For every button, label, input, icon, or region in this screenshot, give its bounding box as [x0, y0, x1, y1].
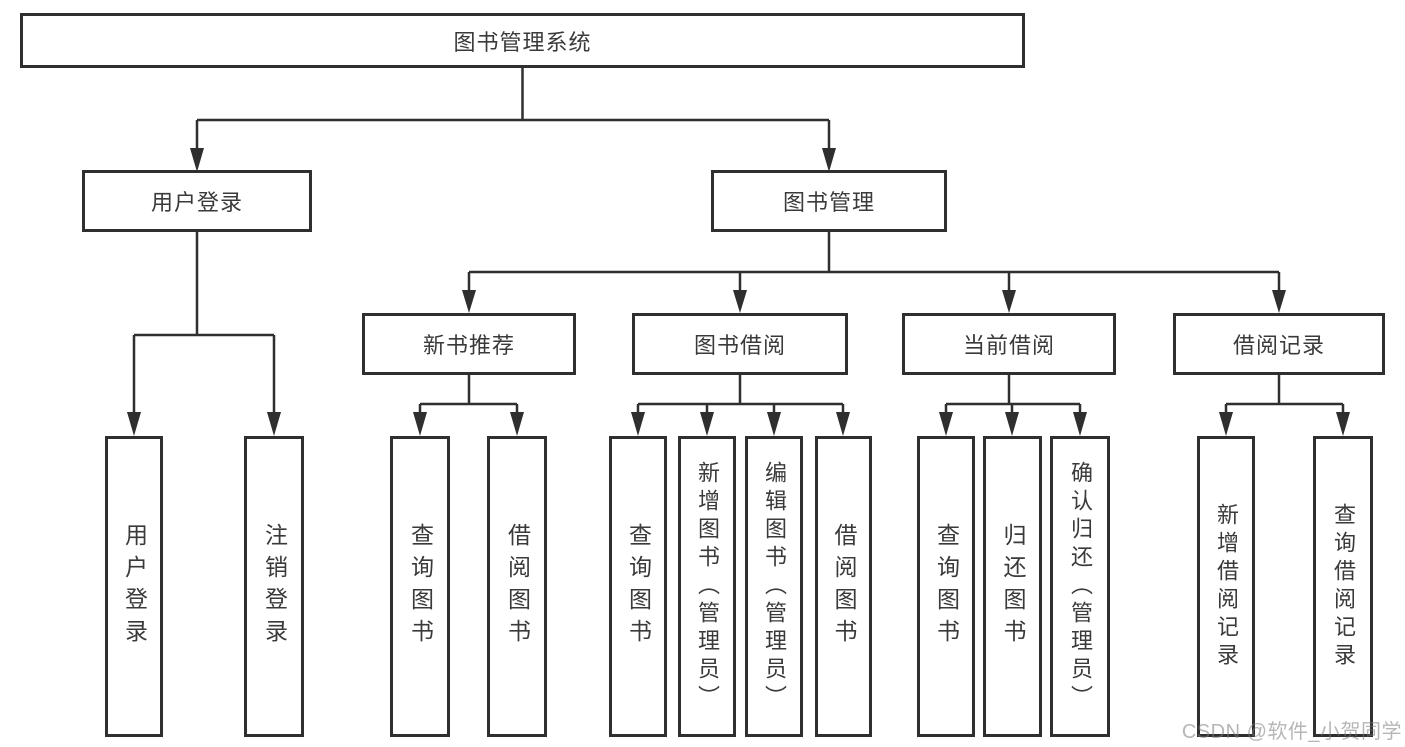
node-new-book-recommend: 新书推荐	[362, 313, 576, 375]
leaf-logout: 注销登录	[244, 436, 304, 737]
node-current-borrow: 当前借阅	[902, 313, 1116, 375]
leaf-label: 借阅图书	[831, 522, 857, 651]
leaf-edit-books-admin: 编辑图书（管理员）	[745, 436, 803, 737]
leaf-label: 查询借阅记录	[1331, 502, 1356, 671]
leaf-label: 查询图书	[625, 522, 652, 651]
node-label: 借阅记录	[1232, 333, 1325, 358]
leaf-label: 新增借阅记录	[1214, 502, 1239, 671]
leaf-query-books-borrow: 查询图书	[609, 436, 667, 737]
node-label: 图书管理系统	[453, 29, 592, 55]
node-label: 新书推荐	[422, 333, 515, 358]
node-book-borrow: 图书借阅	[632, 313, 848, 375]
leaf-label: 归还图书	[1000, 522, 1026, 651]
leaf-borrow-books: 借阅图书	[815, 436, 872, 737]
leaf-label: 编辑图书（管理员）	[762, 460, 787, 713]
node-label: 当前借阅	[962, 333, 1055, 358]
node-borrow-record: 借阅记录	[1173, 313, 1385, 375]
leaf-query-books-current: 查询图书	[917, 436, 975, 737]
node-root-library-system: 图书管理系统	[20, 13, 1025, 68]
leaf-confirm-return-admin: 确认归还（管理员）	[1050, 436, 1110, 737]
leaf-add-books-admin: 新增图书（管理员）	[678, 436, 736, 737]
arrowhead-icons	[127, 148, 1350, 436]
leaf-return-books: 归还图书	[983, 436, 1042, 737]
csdn-watermark: CSDN @软件_小贺同学	[1181, 721, 1402, 743]
leaf-label: 用户登录	[121, 522, 148, 651]
leaf-label: 查询图书	[407, 522, 434, 651]
leaf-add-borrow-record: 新增借阅记录	[1197, 436, 1255, 737]
node-label: 图书管理	[782, 190, 875, 215]
node-label: 图书借阅	[693, 333, 786, 358]
node-book-management: 图书管理	[711, 170, 947, 232]
node-user-login: 用户登录	[82, 170, 312, 232]
leaf-label: 确认归还（管理员）	[1068, 460, 1093, 713]
leaf-query-borrow-record: 查询借阅记录	[1313, 436, 1373, 737]
leaf-label: 借阅图书	[504, 522, 531, 651]
leaf-label: 查询图书	[933, 522, 960, 651]
leaf-query-books-recommend: 查询图书	[390, 436, 450, 737]
leaf-label: 注销登录	[261, 522, 288, 651]
leaf-label: 新增图书（管理员）	[695, 460, 720, 713]
leaf-user-login: 用户登录	[105, 436, 163, 737]
node-label: 用户登录	[150, 190, 243, 215]
leaf-borrow-books-recommend: 借阅图书	[487, 436, 547, 737]
